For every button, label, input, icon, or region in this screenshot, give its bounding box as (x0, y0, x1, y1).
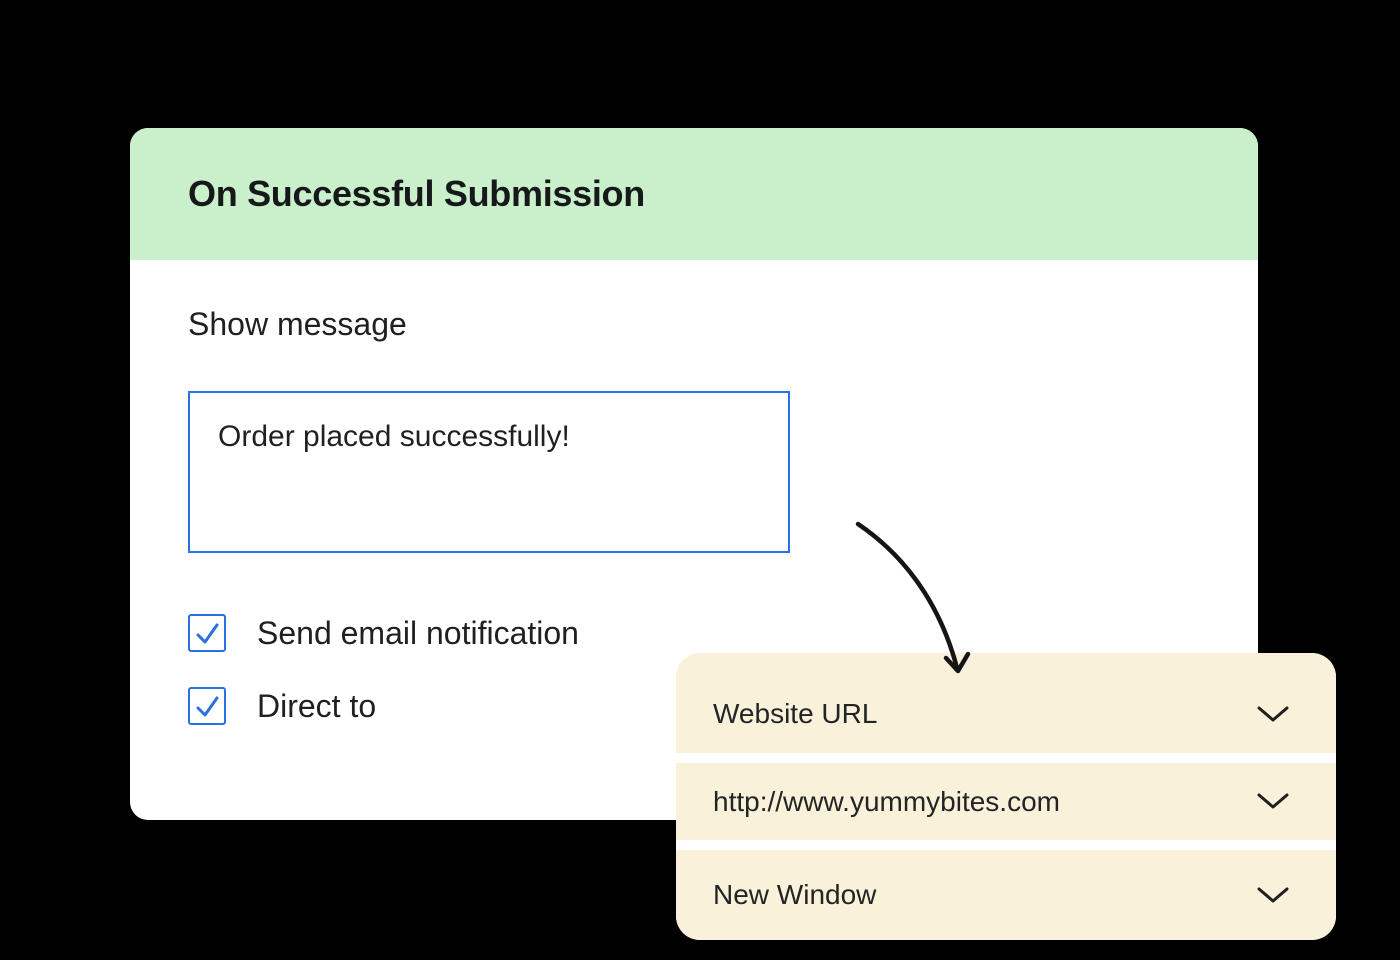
dropdown-url-value[interactable]: http://www.yummybites.com (676, 763, 1336, 840)
dropdown-website-url[interactable]: Website URL (676, 653, 1336, 753)
show-message-label: Show message (188, 306, 407, 342)
dropdown-website-url-label: Website URL (713, 698, 878, 729)
send-email-checkbox-row[interactable]: Send email notification (188, 614, 579, 652)
checkbox-send-email[interactable] (188, 614, 226, 652)
direct-to-label: Direct to (257, 687, 377, 724)
chevron-down-icon (1257, 887, 1289, 904)
dropdown-window-target-label: New Window (713, 879, 877, 910)
direct-to-checkbox-row[interactable]: Direct to (188, 687, 376, 725)
dropdown-window-target[interactable]: New Window (676, 850, 1336, 940)
checkmark-icon (196, 696, 219, 717)
direct-to-options-panel: Website URL http://www.yummybites.com Ne… (676, 653, 1336, 940)
success-submission-card: On Successful Submission Show message Or… (130, 128, 1258, 820)
chevron-down-icon (1257, 793, 1289, 810)
card-header: On Successful Submission (130, 128, 1258, 260)
message-input[interactable]: Order placed successfully! (188, 391, 790, 553)
chevron-down-icon (1257, 706, 1289, 723)
checkmark-icon (196, 623, 219, 644)
dropdown-url-value-label: http://www.yummybites.com (713, 785, 1060, 817)
send-email-label: Send email notification (257, 614, 579, 651)
checkbox-direct-to[interactable] (188, 687, 226, 725)
card-title: On Successful Submission (188, 173, 645, 214)
